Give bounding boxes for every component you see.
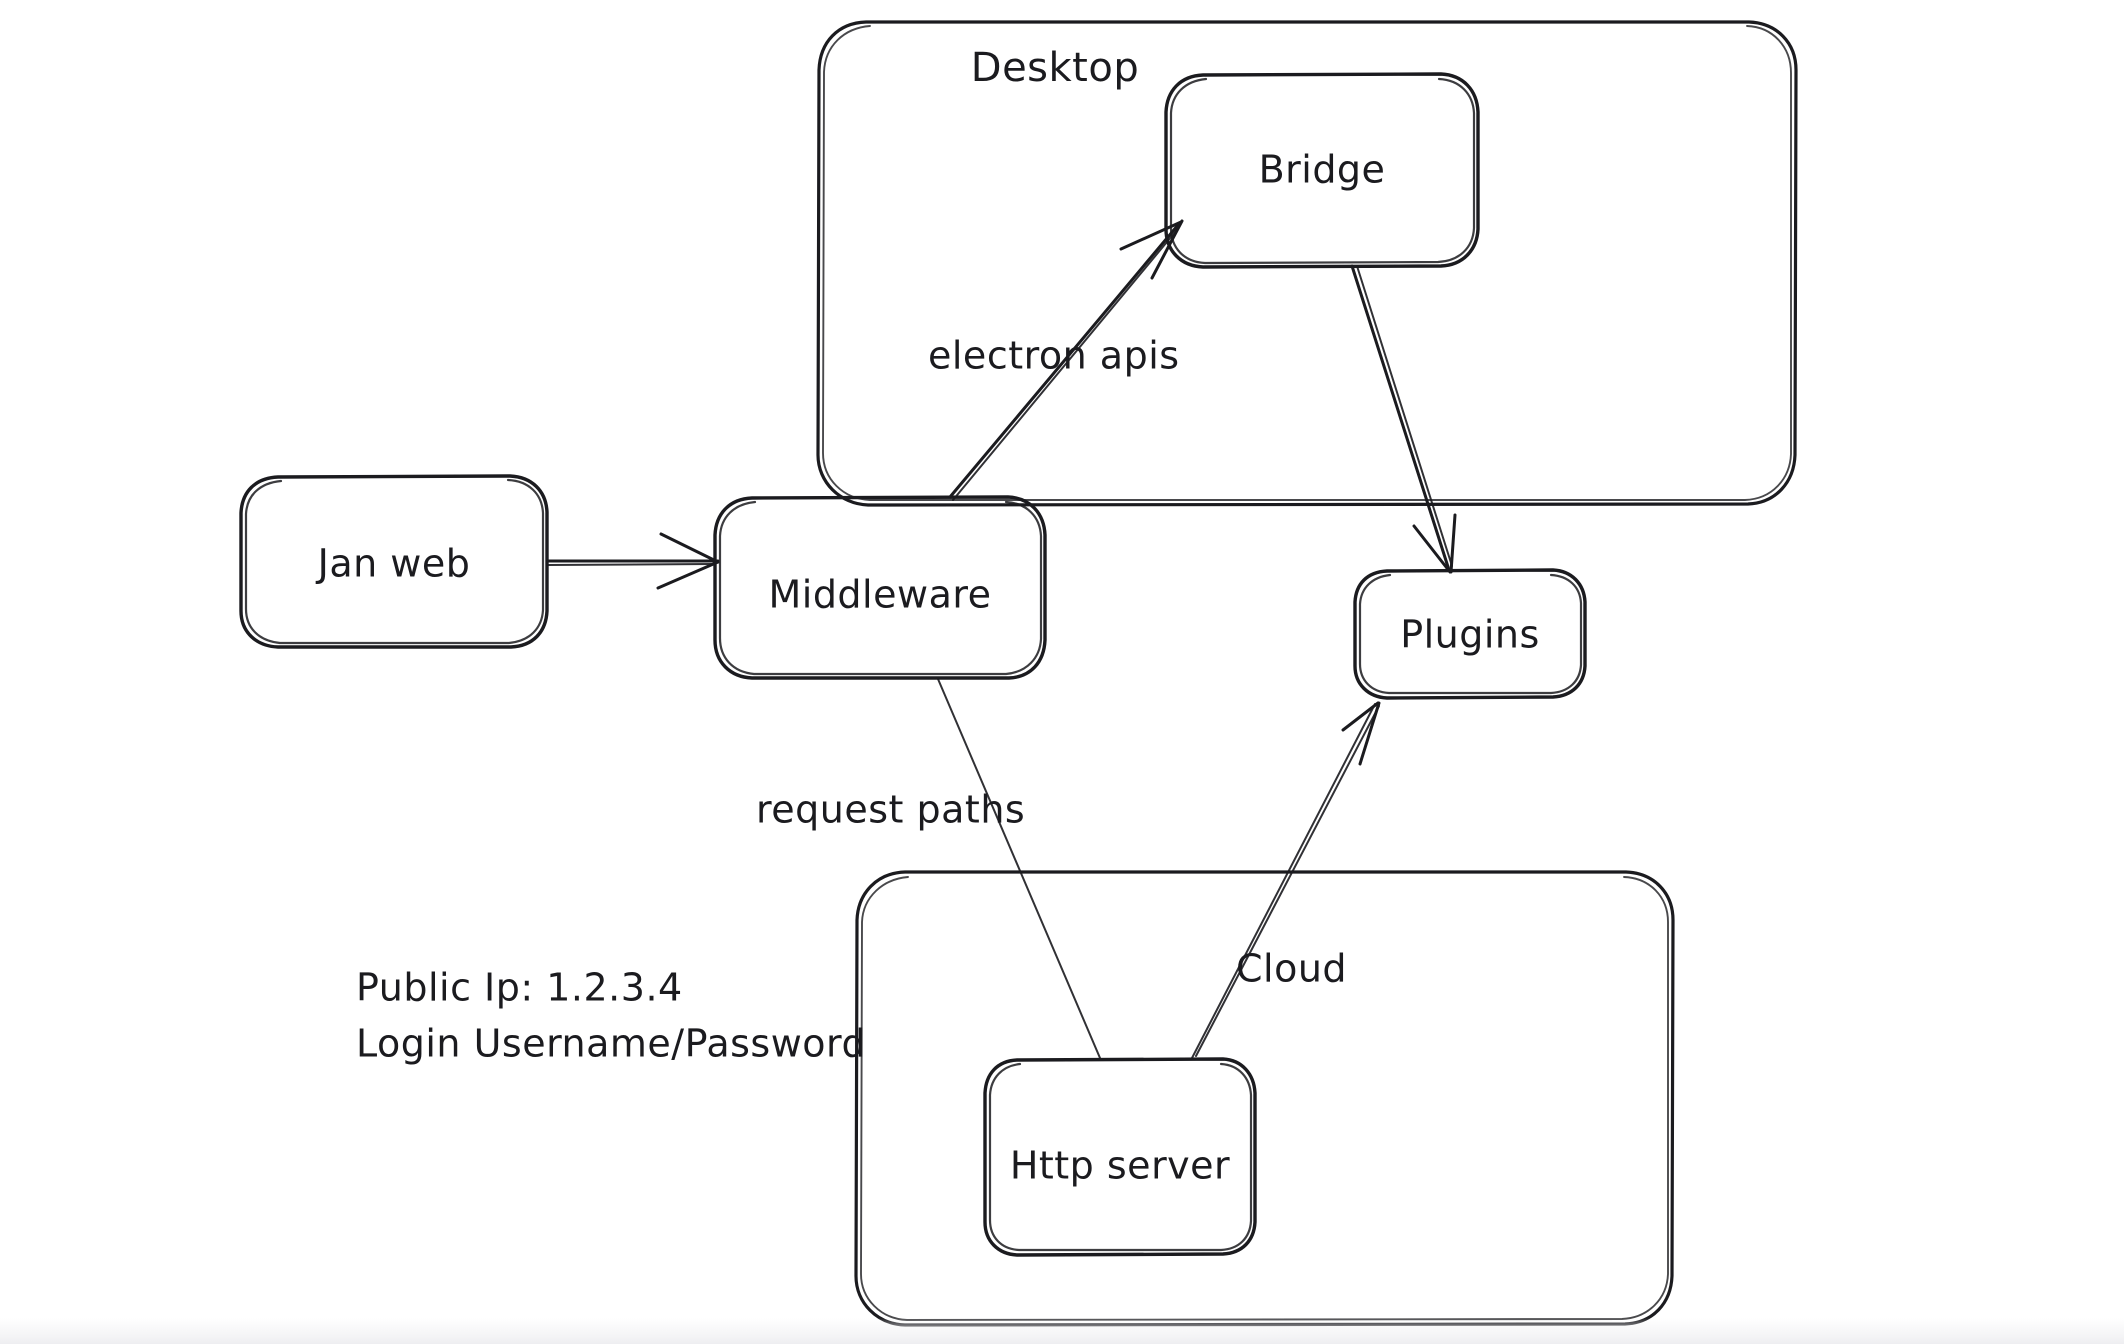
edge-label-request-paths: request paths bbox=[756, 788, 1025, 832]
node-plugins-label: Plugins bbox=[1400, 613, 1540, 657]
edge-middleware-to-bridge[interactable]: electron apis bbox=[928, 219, 1184, 501]
container-desktop-label: Desktop bbox=[971, 45, 1139, 91]
container-cloud[interactable]: Cloud bbox=[854, 870, 1675, 1327]
node-http-server[interactable]: Http server bbox=[983, 1057, 1257, 1257]
node-middleware[interactable]: Middleware bbox=[713, 495, 1047, 680]
node-http-server-label: Http server bbox=[1010, 1144, 1230, 1188]
edge-http-server-to-plugins[interactable] bbox=[1191, 701, 1381, 1059]
node-middleware-label: Middleware bbox=[768, 573, 991, 617]
notes-block: Public Ip: 1.2.3.4 Login Username/Passwo… bbox=[356, 966, 866, 1066]
edge-jan-web-to-middleware[interactable] bbox=[546, 532, 720, 590]
node-jan-web[interactable]: Jan web bbox=[239, 474, 549, 649]
node-bridge[interactable]: Bridge bbox=[1164, 72, 1480, 269]
note-public-ip: Public Ip: 1.2.3.4 bbox=[356, 966, 683, 1010]
note-login-credentials: Login Username/Password bbox=[356, 1022, 866, 1066]
edge-bridge-to-plugins[interactable] bbox=[1350, 264, 1457, 574]
container-cloud-label: Cloud bbox=[1236, 947, 1347, 991]
node-jan-web-label: Jan web bbox=[316, 542, 471, 586]
edge-middleware-to-http-server[interactable]: request paths bbox=[756, 678, 1101, 1059]
edge-label-electron-apis: electron apis bbox=[928, 334, 1180, 378]
node-bridge-label: Bridge bbox=[1259, 148, 1386, 192]
node-plugins[interactable]: Plugins bbox=[1353, 568, 1587, 700]
container-desktop[interactable]: Desktop bbox=[816, 20, 1798, 507]
